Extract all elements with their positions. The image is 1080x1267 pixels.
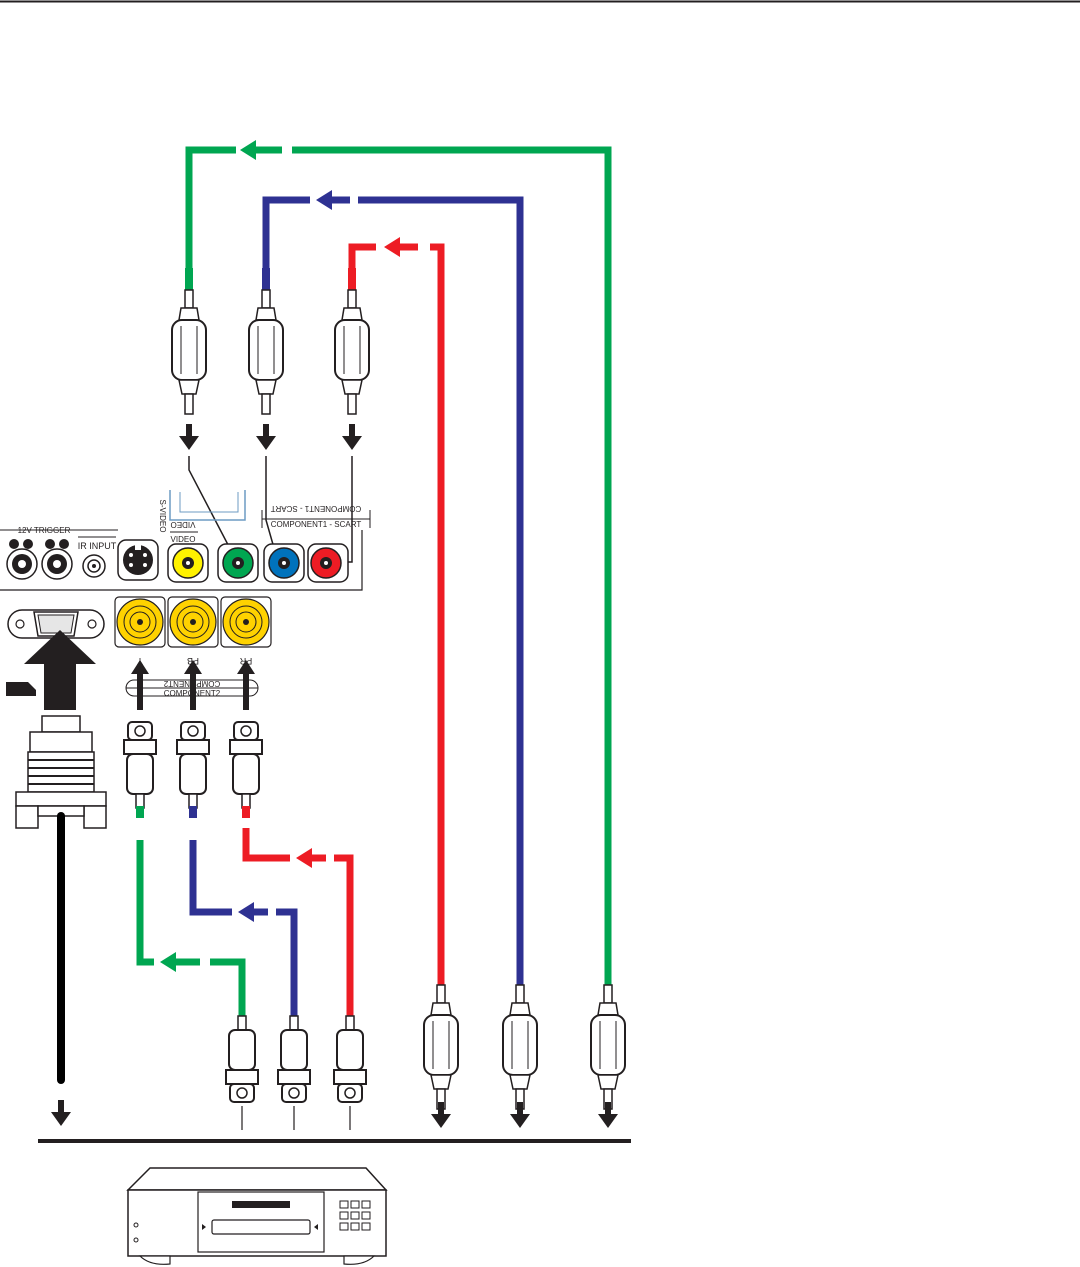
rca-plug-green-icon (171, 268, 207, 415)
leader-line-green (188, 456, 238, 563)
red-flow-arrow-icon (384, 237, 400, 257)
arrow-down-green-icon (179, 424, 199, 450)
svideo-label: S-VIDEO (158, 500, 167, 533)
bnc-plug-green-upper-icon (123, 721, 157, 818)
svg-text:1: 1 (12, 542, 16, 549)
blue-lower-flow-arrow-icon (238, 902, 254, 922)
rca-plug-blue-lower-icon (502, 984, 538, 1110)
blue-cable-lower (189, 840, 232, 916)
bnc-plug-red-lower-icon (333, 1015, 367, 1103)
red-cable-lower-2 (334, 854, 354, 1016)
svg-text:1: 1 (26, 542, 30, 549)
bnc-plug-green-lower-icon (225, 1015, 259, 1103)
bnc-jack-pb-icon (167, 596, 219, 648)
video-label-mirrored: VIDEO (171, 520, 196, 529)
component1-label-mirrored: COMPONENT1 - SCART (271, 504, 362, 513)
green-flow-arrow-icon (240, 140, 256, 160)
green-cable-lower (136, 840, 154, 966)
vga-down-arrow-icon (51, 1100, 71, 1126)
component1-label: COMPONENT1 - SCART (271, 520, 362, 529)
blue-flow-arrow-icon (316, 190, 332, 210)
arrow-down-red-icon (342, 424, 362, 450)
bnc-jack-pr-icon (220, 596, 272, 648)
projector-input-panel: COMPONENT1 - SCART COMPONENT1 - SCART 1 2… (0, 490, 371, 698)
trigger-jack-1-icon (6, 548, 38, 580)
rca-red-down-arrow-icon (431, 1102, 451, 1128)
svg-text:2: 2 (48, 542, 52, 549)
red-cable-top (348, 243, 445, 985)
rca-plug-green-lower-icon (590, 984, 626, 1110)
arrow-down-blue-icon (256, 424, 276, 450)
blue-cable-top (262, 196, 524, 985)
bnc-plug-red-upper-icon (229, 721, 263, 818)
video-rca-jack-icon (167, 543, 209, 583)
svg-text:2: 2 (62, 542, 66, 549)
rca-plug-blue-icon (248, 268, 284, 415)
rca-green-down-arrow-icon (598, 1102, 618, 1128)
green-cable-lower-2 (210, 958, 246, 1016)
vga-arrow-icon (24, 630, 96, 710)
rca-blue-down-arrow-icon (510, 1102, 530, 1128)
trigger-pin-icons: 1 1 2 2 (9, 539, 69, 549)
dvd-player-icon (126, 1167, 388, 1265)
bnc-up-arrow-pr-icon (237, 660, 255, 710)
video-label: VIDEO (171, 535, 196, 544)
red-cable-lower (242, 828, 290, 862)
ir-input-label: IR INPUT (78, 541, 117, 551)
component1-blue-jack-icon (263, 543, 305, 583)
bnc-up-arrow-y-icon (131, 660, 149, 710)
green-lower-flow-arrow-icon (160, 952, 176, 972)
bnc-plug-blue-lower-icon (277, 1015, 311, 1103)
vga-plug-icon (15, 715, 107, 829)
rca-plug-red-lower-icon (423, 984, 459, 1110)
component1-red-jack-icon (307, 543, 349, 583)
bnc-jack-y-icon (114, 596, 166, 648)
blue-cable-lower-2 (276, 908, 298, 1016)
ir-input-jack-icon (82, 554, 106, 578)
svideo-jack-icon (117, 539, 159, 581)
red-lower-flow-arrow-icon (296, 848, 312, 868)
green-cable-top (185, 146, 612, 985)
rca-plug-red-icon (334, 268, 370, 415)
bnc-plug-blue-upper-icon (176, 721, 210, 818)
trigger-jack-2-icon (41, 548, 73, 580)
vga-port-icon (7, 609, 105, 639)
component1-green-jack-icon (217, 543, 259, 583)
